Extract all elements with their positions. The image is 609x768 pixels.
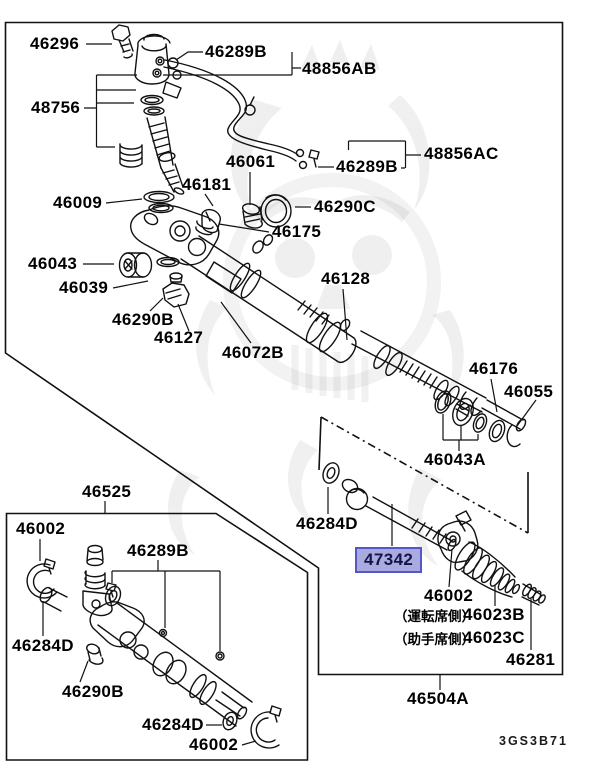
part-label-46290B-inset: 46290B <box>62 682 124 701</box>
part-label-46055: 46055 <box>504 382 554 401</box>
part-label-48856AB: 48856AB <box>302 59 377 78</box>
part-label-48856AC: 48856AC <box>424 144 499 163</box>
part-label-47342-highlighted[interactable]: 47342 <box>355 547 423 573</box>
part-label-46002-inset-bottom: 46002 <box>189 735 239 754</box>
part-label-46023C: 46023C <box>463 628 525 647</box>
part-label-46290C: 46290C <box>314 197 376 216</box>
part-label-46284D-inset-left: 46284D <box>12 636 74 655</box>
label-passenger-side: （助手席側） <box>394 632 475 647</box>
part-label-46281: 46281 <box>506 650 556 669</box>
part-label-46061: 46061 <box>226 152 276 171</box>
part-label-46296: 46296 <box>30 34 80 53</box>
part-label-46002-mid: 46002 <box>424 586 474 605</box>
part-label-46009: 46009 <box>53 193 103 212</box>
part-label-46176: 46176 <box>469 359 519 378</box>
part-label-46043A: 46043A <box>424 450 486 469</box>
leader-lines <box>39 43 537 746</box>
watermark <box>168 40 464 566</box>
part-label-46289B-inset: 46289B <box>127 541 189 560</box>
part-label-46043: 46043 <box>28 254 78 273</box>
part-label-46127: 46127 <box>154 328 204 347</box>
part-label-46181: 46181 <box>182 175 232 194</box>
part-label-46175: 46175 <box>272 222 322 241</box>
structure-boxes <box>4 21 564 761</box>
part-label-46128: 46128 <box>321 269 371 288</box>
part-label-46002-inset-top: 46002 <box>16 519 66 538</box>
part-label-48756: 48756 <box>31 98 81 117</box>
part-label-46525: 46525 <box>82 482 132 501</box>
part-label-46072B: 46072B <box>222 343 284 362</box>
part-label-46504A: 46504A <box>407 689 469 708</box>
watermark-teeth <box>291 345 369 402</box>
part-label-46289B-top: 46289B <box>205 42 267 61</box>
part-label-46284D-inset-bottom: 46284D <box>142 715 204 734</box>
part-label-46023B: 46023B <box>463 605 525 624</box>
part-label-46284D-mid: 46284D <box>296 514 358 533</box>
parts-line-art <box>26 24 546 749</box>
label-driver-side: （運転席側） <box>394 609 475 624</box>
part-label-46290B-main: 46290B <box>112 310 174 329</box>
drawing-code: 3GS3B71 <box>499 734 568 748</box>
watermark-face-ring <box>223 173 441 391</box>
part-label-46289B-mid: 46289B <box>336 157 398 176</box>
part-label-46039: 46039 <box>59 278 109 297</box>
